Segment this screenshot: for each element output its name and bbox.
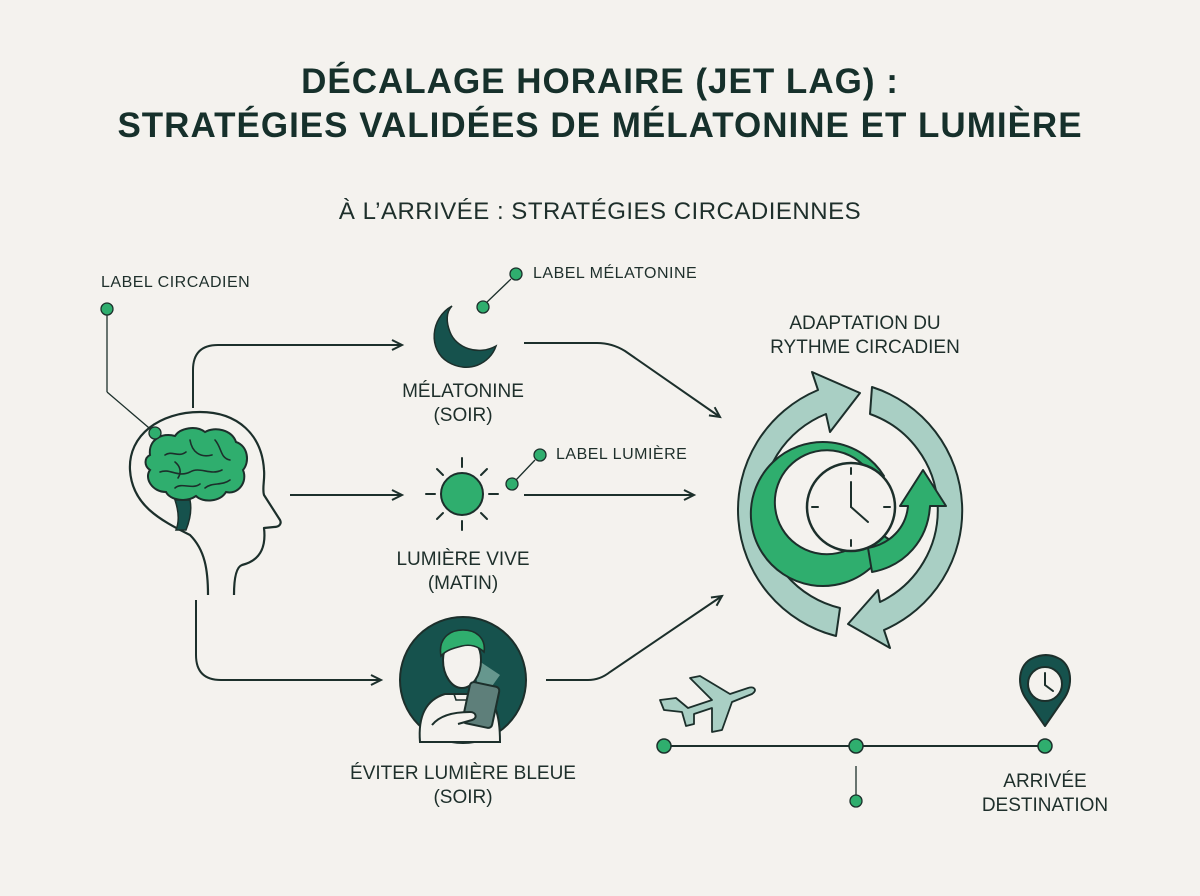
timeline-end-dot (1037, 738, 1053, 754)
timeline-label-dot (849, 794, 863, 808)
caption-avoid-blue-light-line1: ÉVITER LUMIÈRE BLEUE (350, 763, 576, 784)
person-tablet-icon (399, 616, 527, 744)
location-clock-icon (1019, 654, 1071, 727)
label-circadian: LABEL CIRCADIEN (101, 274, 251, 291)
caption-avoid-blue-light-line2: (SOIR) (433, 787, 493, 808)
cycle-clock-icon (737, 371, 964, 649)
caption-bright-light-line1: LUMIÈRE VIVE (396, 549, 530, 570)
melatonin-label-leader (476, 267, 523, 314)
label-melatonin: LABEL MÉLATONINE (533, 265, 698, 282)
caption-adaptation-line2: RYTHME CIRCADIEN (770, 337, 960, 358)
circadian-label-leader (100, 302, 156, 434)
connector-to-blue-light (195, 600, 384, 686)
light-label-leader (505, 448, 547, 491)
airplane-icon (659, 675, 756, 733)
title-line-1: DÉCALAGE HORAIRE (JET LAG) : (301, 62, 899, 101)
caption-arrival: ARRIVÉE DESTINATION (960, 770, 1130, 818)
timeline-mid-dot (848, 738, 864, 754)
subtitle: À L’ARRIVÉE : STRATÉGIES CIRCADIENNES (338, 198, 862, 225)
caption-bright-light: LUMIÈRE VIVE (MATIN) (363, 548, 563, 596)
caption-arrival-line1: ARRIVÉE (1003, 771, 1087, 792)
caption-avoid-blue-light: ÉVITER LUMIÈRE BLEUE (SOIR) (313, 762, 613, 810)
caption-melatonin-line2: (SOIR) (433, 405, 493, 426)
head-brain-icon (128, 410, 282, 596)
caption-arrival-line2: DESTINATION (981, 795, 1109, 816)
timeline (656, 738, 1053, 808)
moon-icon (433, 305, 498, 368)
sun-icon (425, 457, 499, 531)
arrow-blue-light-to-cycle (546, 594, 724, 681)
connector-to-melatonin (192, 339, 405, 408)
label-light: LABEL LUMIÈRE (556, 446, 688, 463)
caption-melatonin: MÉLATONINE (SOIR) (363, 380, 563, 428)
arrow-melatonin-to-cycle (524, 342, 722, 419)
caption-adaptation: ADAPTATION DU RYTHME CIRCADIEN (765, 312, 965, 360)
caption-melatonin-line1: MÉLATONINE (402, 381, 524, 402)
title-line-2: STRATÉGIES VALIDÉES DE MÉLATONINE ET LUM… (117, 106, 1083, 145)
caption-adaptation-line1: ADAPTATION DU (789, 313, 941, 334)
timeline-start-dot (656, 738, 672, 754)
caption-bright-light-line2: (MATIN) (427, 573, 499, 594)
